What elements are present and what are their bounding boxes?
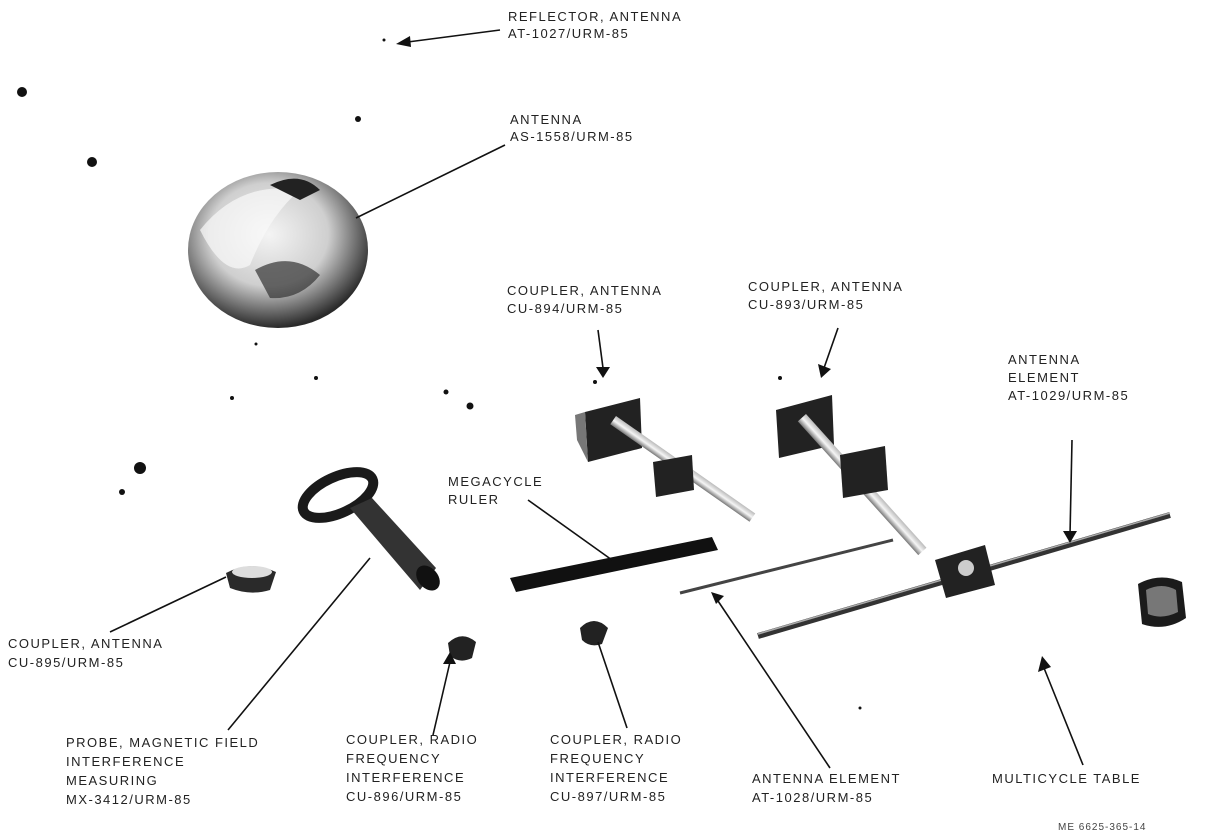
label-coupler-893-line1: COUPLER, ANTENNA bbox=[748, 279, 903, 294]
label-reflector: REFLECTOR, ANTENNA AT-1027/URM-85 bbox=[508, 9, 682, 41]
label-antenna-element-1029-line1: ANTENNA bbox=[1008, 352, 1081, 367]
label-coupler-896-line3: INTERFERENCE bbox=[346, 770, 465, 785]
label-coupler-893: COUPLER, ANTENNA CU-893/URM-85 bbox=[748, 279, 903, 312]
label-probe-line2: INTERFERENCE bbox=[66, 754, 185, 769]
label-coupler-894: COUPLER, ANTENNA CU-894/URM-85 bbox=[507, 283, 662, 316]
reflector-antenna-callout bbox=[396, 30, 500, 47]
label-coupler-893-line2: CU-893/URM-85 bbox=[748, 297, 864, 312]
antenna-element-rod bbox=[758, 440, 1170, 636]
label-probe-line3: MEASURING bbox=[66, 773, 158, 788]
multicycle-table-block bbox=[1038, 577, 1186, 765]
figure-id: ME 6625-365-14 bbox=[1058, 822, 1147, 833]
coupler-cu-896 bbox=[433, 636, 476, 735]
label-antenna-element-1028: ANTENNA ELEMENT AT-1028/URM-85 bbox=[752, 771, 901, 805]
label-coupler-895: COUPLER, ANTENNA CU-895/URM-85 bbox=[8, 636, 163, 670]
label-antenna-element-1028-line1: ANTENNA ELEMENT bbox=[752, 771, 901, 786]
label-antenna: ANTENNA AS-1558/URM-85 bbox=[510, 112, 634, 144]
antenna-element-short bbox=[680, 540, 893, 768]
coupler-cu-897 bbox=[580, 621, 627, 728]
label-megacycle-ruler-line2: RULER bbox=[448, 492, 500, 507]
label-coupler-897-line2: FREQUENCY bbox=[550, 751, 645, 766]
label-megacycle-ruler: MEGACYCLE RULER bbox=[448, 474, 543, 507]
label-coupler-895-line2: CU-895/URM-85 bbox=[8, 655, 124, 670]
antenna-sphere bbox=[188, 145, 505, 328]
coupler-cu-894 bbox=[575, 330, 755, 522]
label-antenna-element-1028-line2: AT-1028/URM-85 bbox=[752, 790, 873, 805]
label-coupler-897-line3: INTERFERENCE bbox=[550, 770, 669, 785]
label-probe-line1: PROBE, MAGNETIC FIELD bbox=[66, 735, 259, 750]
label-reflector-line1: REFLECTOR, ANTENNA bbox=[508, 9, 682, 24]
label-antenna-element-1029-line3: AT-1029/URM-85 bbox=[1008, 388, 1129, 403]
coupler-cu-895 bbox=[110, 566, 276, 632]
label-multicycle-table: MULTICYCLE TABLE bbox=[992, 771, 1141, 786]
label-antenna-line1: ANTENNA bbox=[510, 112, 583, 127]
megacycle-ruler bbox=[510, 500, 718, 592]
label-antenna-element-1029-line2: ELEMENT bbox=[1008, 370, 1080, 385]
label-coupler-897-line1: COUPLER, RADIO bbox=[550, 732, 682, 747]
label-coupler-896-line1: COUPLER, RADIO bbox=[346, 732, 478, 747]
label-coupler-897-line4: CU-897/URM-85 bbox=[550, 789, 666, 804]
label-coupler-895-line1: COUPLER, ANTENNA bbox=[8, 636, 163, 651]
label-coupler-896: COUPLER, RADIO FREQUENCY INTERFERENCE CU… bbox=[346, 732, 478, 804]
coupler-cu-893 bbox=[776, 328, 926, 555]
label-coupler-896-line2: FREQUENCY bbox=[346, 751, 441, 766]
label-reflector-line2: AT-1027/URM-85 bbox=[508, 26, 629, 41]
label-antenna-line2: AS-1558/URM-85 bbox=[510, 129, 634, 144]
label-megacycle-ruler-line1: MEGACYCLE bbox=[448, 474, 543, 489]
label-probe-line4: MX-3412/URM-85 bbox=[66, 792, 192, 807]
label-coupler-897: COUPLER, RADIO FREQUENCY INTERFERENCE CU… bbox=[550, 732, 682, 804]
label-probe: PROBE, MAGNETIC FIELD INTERFERENCE MEASU… bbox=[66, 735, 259, 807]
probe-mx-3412 bbox=[228, 463, 445, 730]
label-coupler-896-line4: CU-896/URM-85 bbox=[346, 789, 462, 804]
label-coupler-894-line1: COUPLER, ANTENNA bbox=[507, 283, 662, 298]
label-coupler-894-line2: CU-894/URM-85 bbox=[507, 301, 623, 316]
background-specks bbox=[17, 39, 862, 710]
label-antenna-element-1029: ANTENNA ELEMENT AT-1029/URM-85 bbox=[1008, 352, 1129, 403]
